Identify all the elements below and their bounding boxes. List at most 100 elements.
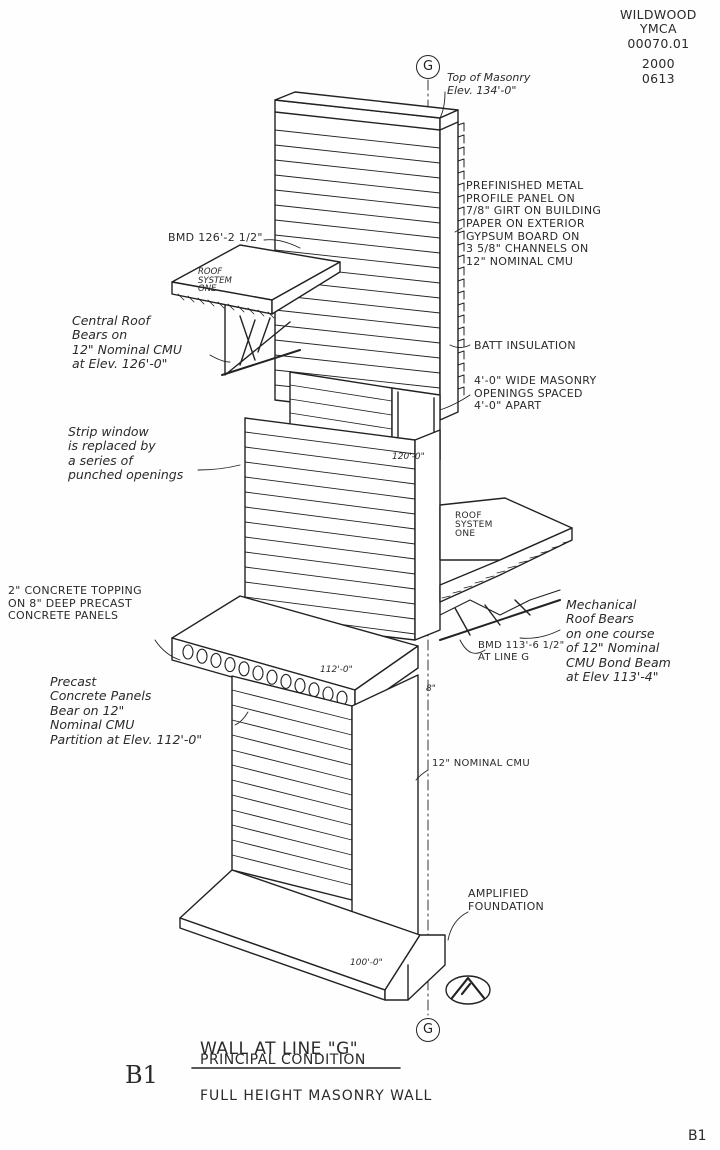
note-line: 7/8" GIRT ON BUILDING xyxy=(466,204,602,218)
panel-rib xyxy=(457,350,465,354)
note-line: SYSTEM xyxy=(455,520,493,530)
deck-ridge xyxy=(177,293,185,301)
deck-ridge xyxy=(540,550,550,554)
masonry-course xyxy=(231,779,353,811)
masonry-course xyxy=(274,144,441,164)
note-line: PROFILE PANEL ON xyxy=(466,191,576,205)
note-precast-bears: Precast Concrete Panels Bear on 12" Nomi… xyxy=(50,674,203,747)
panel-rib xyxy=(457,338,465,342)
masonry-course xyxy=(231,809,353,841)
masonry-course xyxy=(274,174,441,194)
note-line: 4'-0" APART xyxy=(474,399,542,413)
note-bmd-upper: BMD 126'-2 1/2" xyxy=(168,231,263,244)
deck-ridge xyxy=(247,307,255,315)
note-line: ROOF xyxy=(455,511,482,521)
masonry-course xyxy=(274,369,441,389)
note-line: PREFINISHED METAL xyxy=(466,179,584,192)
panel-rib xyxy=(457,302,465,306)
note-nominal-cmu: 12" NOMINAL CMU xyxy=(432,758,530,769)
note-line: Roof Bears xyxy=(566,611,634,627)
panel-rib xyxy=(457,170,465,174)
hollow-core xyxy=(210,652,222,668)
note-line: Elev. 134'-0" xyxy=(447,83,517,97)
note-strip-window: Strip window is replaced by a series of … xyxy=(68,424,184,483)
roof-system-upper-label: ROOF SYSTEM ONE xyxy=(198,268,232,294)
note-mechanical-roof: Mechanical Roof Bears on one course of 1… xyxy=(566,597,671,684)
corner-sheet-number: B1 xyxy=(688,1128,707,1144)
masonry-course xyxy=(244,536,416,560)
note-line: SYSTEM xyxy=(198,275,232,286)
note-line: Precast xyxy=(50,674,97,689)
note-line: of 12" Nominal xyxy=(566,640,660,656)
leader-lines xyxy=(154,91,561,941)
note-bmd-lower: BMD 113'-6 1/2" AT LINE G xyxy=(478,640,565,663)
project-number: 00070.01 xyxy=(627,35,690,51)
note-line: Partition at Elev. 112'-0" xyxy=(50,731,203,747)
masonry-course xyxy=(231,764,353,796)
deck-ridge xyxy=(485,575,495,579)
masonry-course xyxy=(231,734,353,766)
elev-120-label: 120'-0" xyxy=(392,452,425,462)
panel-rib xyxy=(457,314,465,318)
deck-ridge xyxy=(496,570,506,574)
masonry-course xyxy=(274,234,441,254)
deck-ridge xyxy=(441,595,451,599)
note-line: Nominal CMU xyxy=(50,717,135,733)
panel-rib xyxy=(457,362,465,366)
masonry-course xyxy=(231,854,353,886)
hollow-core xyxy=(252,665,264,681)
panel-rib xyxy=(457,194,465,198)
masonry-course xyxy=(244,581,416,605)
drawing-subtitle: PRINCIPAL CONDITION xyxy=(200,1052,366,1068)
masonry-course xyxy=(231,749,353,781)
note-line: OPENINGS SPACED xyxy=(474,386,583,400)
deck-ridge xyxy=(474,580,484,584)
bottom-wall xyxy=(231,674,419,956)
deck-ridge xyxy=(257,309,265,317)
note-line: punched openings xyxy=(68,467,184,483)
deck-ridge xyxy=(452,590,462,594)
project-client: YMCA xyxy=(639,21,677,37)
project-name: WILDWOOD xyxy=(620,7,697,22)
hollow-core xyxy=(280,673,292,689)
panel-rib xyxy=(457,278,465,282)
hollow-core xyxy=(182,644,194,660)
note-line: Concrete Panels xyxy=(50,688,152,704)
elev-112-label: 112'-0" xyxy=(320,665,353,675)
panel-rib xyxy=(457,290,465,294)
project-block: WILDWOOD YMCA 00070.01 2000 0613 xyxy=(620,7,697,86)
note-line: 2" CONCRETE TOPPING xyxy=(8,584,142,597)
masonry-course xyxy=(274,294,441,314)
masonry-course xyxy=(244,506,416,530)
precast-panel xyxy=(171,595,419,713)
panel-rib xyxy=(457,266,465,270)
deck-ridge xyxy=(237,305,245,313)
project-year: 2000 xyxy=(641,56,675,72)
note-line: Central Roof xyxy=(72,313,150,328)
note-line: ROOF xyxy=(198,267,223,277)
note-amplified-foundation: AMPLIFIED FOUNDATION xyxy=(468,887,544,913)
roof-system-lower-label: ROOF SYSTEM ONE xyxy=(455,512,493,539)
note-line: Bears on xyxy=(72,327,128,343)
panel-rib xyxy=(457,374,465,378)
panel-rib xyxy=(457,122,465,126)
upper-wall xyxy=(274,91,459,421)
drawing-title: WALL AT LINE "G" xyxy=(200,1039,359,1059)
masonry-course xyxy=(289,412,393,430)
note-line: Top of Masonry xyxy=(447,71,531,84)
masonry-course xyxy=(244,596,416,620)
deck-ridge xyxy=(227,303,235,311)
masonry-course xyxy=(231,704,353,736)
lower-roof-deck xyxy=(439,497,573,641)
dim-8-label: 8" xyxy=(426,684,436,694)
panel-rib xyxy=(457,326,465,330)
masonry-course xyxy=(244,431,416,455)
deck-ridge xyxy=(267,311,275,319)
note-line: Bear on 12" xyxy=(50,702,125,718)
masonry-course xyxy=(244,551,416,575)
masonry-course xyxy=(244,521,416,545)
note-line: 4'-0" WIDE MASONRY xyxy=(474,374,597,387)
note-line: AT LINE G xyxy=(478,651,530,663)
masonry-course xyxy=(231,824,353,856)
